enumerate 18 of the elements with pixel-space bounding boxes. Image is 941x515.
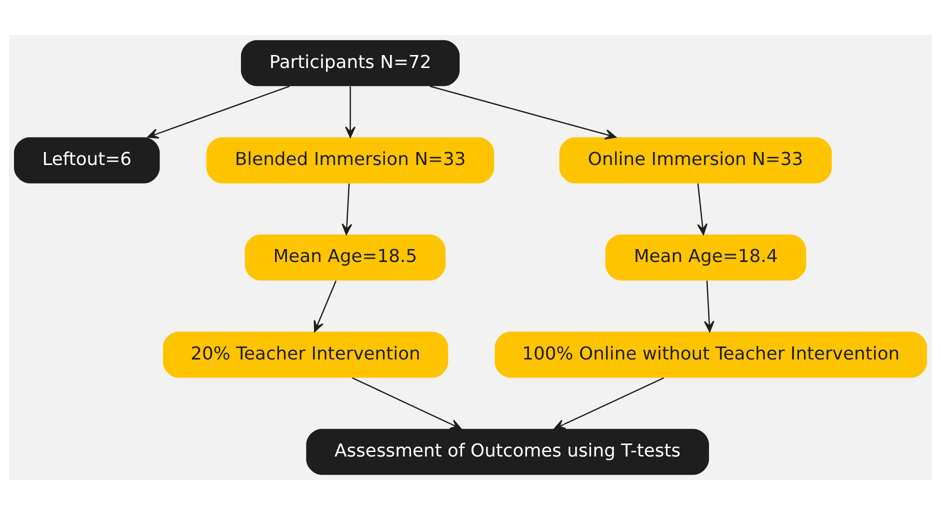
arrow bbox=[697, 183, 708, 236]
arrow bbox=[147, 86, 290, 139]
node-box: Blended Immersion N=33 bbox=[206, 137, 494, 184]
arrow bbox=[704, 280, 714, 332]
arrow bbox=[430, 86, 616, 140]
arrow bbox=[342, 184, 352, 236]
arrow bbox=[314, 280, 337, 332]
arrow bbox=[554, 377, 664, 430]
node-box: Participants N=72 bbox=[240, 40, 460, 86]
node-box: Online Immersion N=33 bbox=[559, 137, 832, 184]
arrow bbox=[345, 86, 356, 138]
node-box: Leftout=6 bbox=[14, 137, 160, 184]
node-box: 20% Teacher Intervention bbox=[162, 332, 448, 378]
node-box: Assessment of Outcomes using T-tests bbox=[306, 428, 709, 475]
arrow bbox=[352, 377, 462, 430]
node-box: Mean Age=18.5 bbox=[244, 234, 446, 281]
node-box: Mean Age=18.4 bbox=[605, 234, 806, 281]
node-box: 100% Online without Teacher Intervention bbox=[494, 332, 927, 378]
